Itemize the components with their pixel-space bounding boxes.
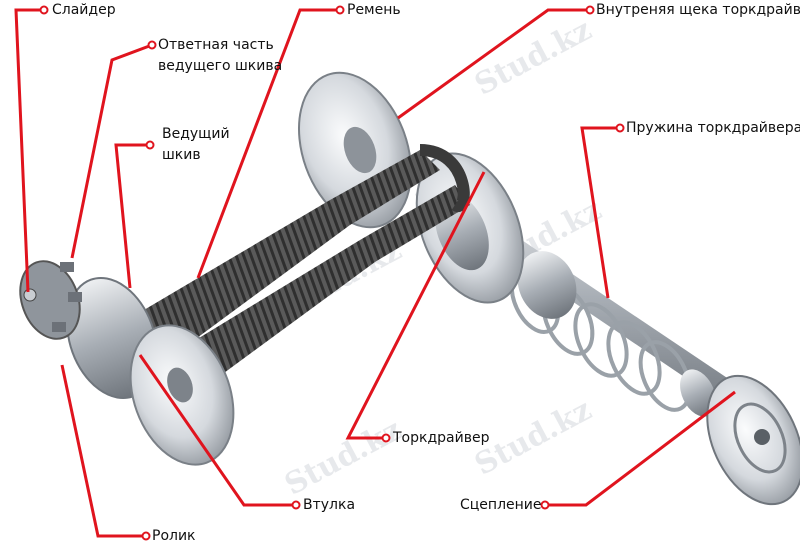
leader-roller — [60, 364, 146, 538]
label-roller: Ролик — [152, 528, 196, 544]
label-slider: Слайдер — [52, 2, 116, 18]
label-clutch: Сцепление — [460, 497, 542, 513]
label-counter-pulley-line1: Ответная часть — [158, 37, 274, 53]
clutch-drum — [706, 374, 800, 506]
leader-drive-pulley — [114, 143, 150, 289]
leader-clutch — [545, 390, 736, 507]
spring-seat — [517, 251, 716, 417]
label-counter-pulley: Ответная часть ведущего шкива — [158, 37, 282, 75]
leader-spring — [580, 126, 620, 299]
label-drive-pulley: Ведущий шкив — [162, 126, 230, 164]
label-drive-pulley-line2: шкив — [162, 147, 201, 163]
label-counter-pulley-line2: ведущего шкива — [158, 58, 283, 74]
label-inner-cheek: Внутреняя щека торкдрайвера — [596, 2, 800, 18]
label-belt: Ремень — [347, 2, 401, 18]
label-spring: Пружина торкдрайвера — [626, 120, 800, 136]
leader-dots — [39, 5, 625, 541]
drive-pulley-fixed — [129, 324, 235, 466]
leader-slider — [14, 8, 44, 293]
label-torque-driver: Торкдрайвер — [393, 430, 490, 446]
leader-torque-driver — [345, 171, 486, 440]
leader-counter-pulley — [70, 43, 153, 259]
label-drive-pulley-line1: Ведущий — [162, 126, 230, 142]
label-bushing: Втулка — [303, 497, 356, 513]
leader-bushing — [138, 354, 296, 507]
leader-belt — [196, 8, 340, 279]
leader-inner-cheek — [397, 8, 590, 120]
leader-lines — [14, 8, 736, 538]
slider-variator — [19, 260, 82, 340]
